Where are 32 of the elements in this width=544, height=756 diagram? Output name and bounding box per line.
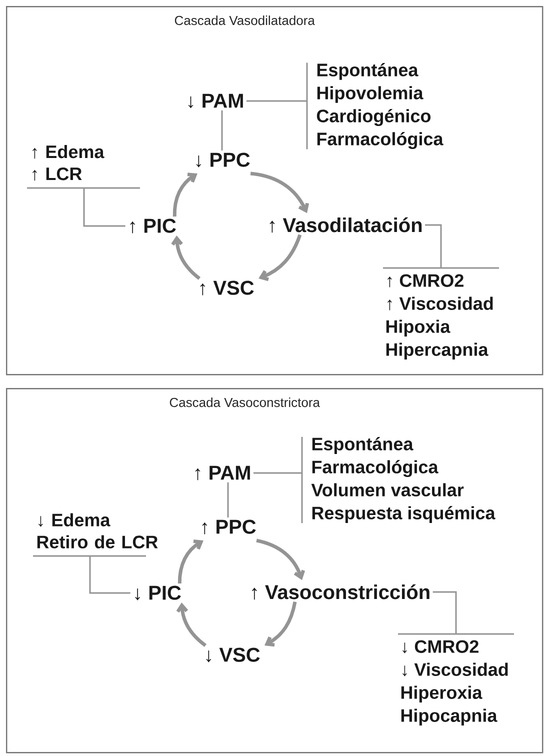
factor-list: ↑ CMRO2 ↑ Viscosidad Hipoxia Hipercapnia	[386, 274, 493, 360]
cascade-label: ↓ VSC	[206, 648, 260, 662]
cascade-label: ↑ VSC	[200, 280, 254, 296]
bracket-line	[221, 110, 223, 151]
bracket-line	[246, 62, 308, 150]
cascade-label: ↑ PAM	[195, 466, 250, 480]
cause-list: Espontánea Farmacológica Volumen vascular Respuesta isquémica	[311, 437, 496, 523]
cascade-label: ↓ PIC	[135, 586, 181, 600]
cascade-label: ↑ Vasodilatación	[270, 217, 422, 233]
factor-list: ↓ Edema Retiro de LCR	[37, 513, 158, 548]
cycle-arrow	[250, 172, 310, 214]
bracket-line	[32, 555, 147, 594]
cycle-arrow	[258, 234, 302, 282]
cascade-label: ↑ PPC	[202, 520, 256, 534]
cycle-arrow	[172, 172, 198, 217]
cycle-arrow	[171, 235, 201, 280]
cascade-label: ↓ PPC	[196, 152, 250, 168]
cycle-arrow	[264, 601, 297, 647]
bracket-line	[397, 591, 515, 635]
cascade-label: ↑ PIC	[130, 218, 176, 234]
cycle-arrow	[176, 602, 207, 647]
bracket-line	[382, 224, 500, 269]
bracket-line	[227, 482, 229, 518]
cascade-label: ↑ Vasoconstricción	[252, 584, 430, 600]
cycle-arrow	[178, 539, 204, 584]
bracket-line	[26, 187, 141, 227]
bracket-line	[252, 436, 303, 524]
factor-list: ↓ CMRO2 ↓ Viscosidad Hiperoxia Hipocapnia	[401, 640, 508, 726]
cycle-arrow	[256, 538, 306, 580]
factor-list: ↑ Edema ↑ LCR	[32, 145, 104, 181]
cause-list: Espontánea Hipovolemia Cardiogénico Farmacológica	[316, 63, 444, 150]
cascade-label: ↓ PAM	[188, 94, 243, 108]
